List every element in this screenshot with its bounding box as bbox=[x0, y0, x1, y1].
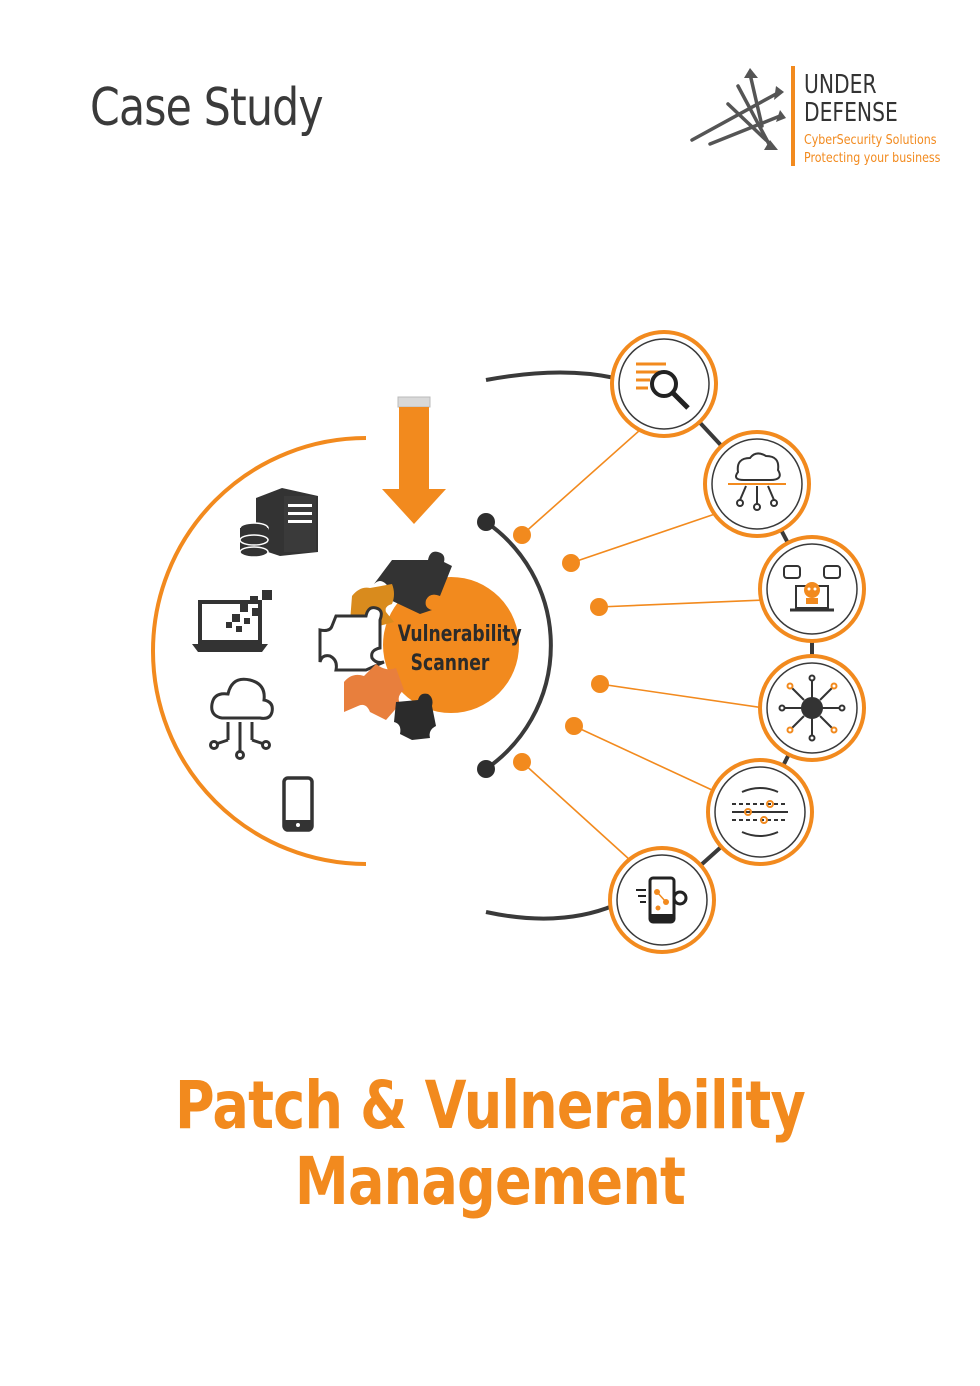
scanner-label-line1: Vulnerability bbox=[397, 622, 522, 647]
logo-tagline-2: Protecting your business bbox=[804, 150, 941, 166]
document-title: Patch & Vulnerability Management bbox=[0, 1068, 980, 1220]
logo-text-under: UNDER bbox=[804, 70, 877, 100]
vulnerability-scanner-diagram bbox=[151, 330, 866, 954]
scanner-dark-arc bbox=[484, 520, 553, 771]
connector-5 bbox=[573, 725, 713, 791]
capability-document-search bbox=[610, 330, 718, 438]
assets-arc bbox=[151, 436, 367, 866]
node-dot-3 bbox=[590, 598, 608, 616]
capability-laptop-bot bbox=[758, 535, 866, 643]
document-search-icon bbox=[636, 362, 690, 410]
server-database-icon bbox=[239, 488, 318, 558]
arc-end-dot-bottom bbox=[477, 760, 495, 778]
title-line-2: Management bbox=[294, 1143, 686, 1220]
logo-text-defense: DEFENSE bbox=[804, 98, 898, 128]
globe-circuit-icon bbox=[778, 674, 846, 742]
capability-ai-brain bbox=[703, 430, 811, 538]
capability-mobile-settings bbox=[608, 846, 716, 954]
logo-divider bbox=[791, 66, 795, 166]
data-flow-icon bbox=[732, 787, 788, 837]
connector-3 bbox=[598, 599, 765, 608]
cloud-network-icon bbox=[209, 677, 274, 760]
top-dark-arc bbox=[485, 370, 616, 382]
capability-globe-circuit bbox=[758, 654, 866, 762]
title-line-1: Patch & Vulnerability bbox=[175, 1067, 806, 1144]
arc-end-dot-top bbox=[477, 513, 495, 531]
company-logo: UNDER DEFENSE CyberSecurity Solutions Pr… bbox=[688, 60, 940, 170]
node-dot-4 bbox=[591, 675, 609, 693]
page-heading: Case Study bbox=[90, 78, 324, 138]
laptop-bot-icon bbox=[783, 565, 841, 612]
puzzle-pieces-icon bbox=[318, 551, 452, 740]
logo-tagline-1: CyberSecurity Solutions bbox=[804, 132, 937, 148]
connector-2 bbox=[570, 513, 716, 564]
bottom-dark-arc bbox=[485, 903, 616, 921]
scanner-label-line2: Scanner bbox=[410, 651, 490, 676]
node-dot-2 bbox=[562, 554, 580, 572]
capability-data-flow bbox=[706, 758, 814, 866]
connector-4 bbox=[599, 683, 765, 709]
laptop-pixel-icon bbox=[192, 590, 272, 652]
ai-brain-icon bbox=[728, 452, 786, 511]
scanner-label: Vulnerability Scanner bbox=[397, 620, 522, 678]
down-arrow-icon bbox=[382, 396, 446, 524]
node-dot-5 bbox=[565, 717, 583, 735]
connector-6 bbox=[521, 761, 631, 861]
mobile-settings-icon bbox=[636, 876, 688, 924]
node-dot-6 bbox=[513, 753, 531, 771]
smartphone-icon bbox=[282, 776, 314, 832]
arrows-logo-icon bbox=[690, 68, 786, 150]
node-dot-1 bbox=[513, 526, 531, 544]
connector-1 bbox=[521, 429, 641, 536]
